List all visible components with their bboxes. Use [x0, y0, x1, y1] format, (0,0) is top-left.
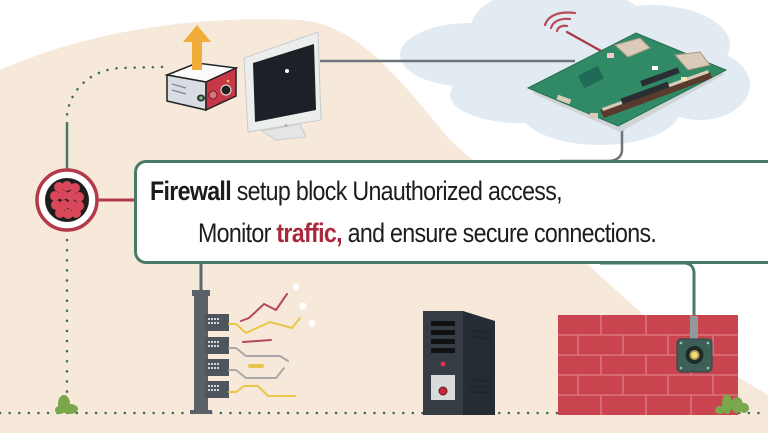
caption-line-1-rest: setup block Unauthorized access, — [230, 176, 563, 206]
caption-bold-word: Firewall — [150, 176, 232, 206]
node-cluster-icon — [35, 168, 99, 232]
monitor-icon — [243, 31, 322, 141]
upload-arrow-icon — [183, 25, 211, 70]
caption-line-2-pre: Monitor — [198, 218, 277, 248]
caption-line-2: Monitor traffic, and ensure secure conne… — [198, 218, 657, 249]
server-rack-icon — [190, 290, 229, 414]
sensor-device-icon — [676, 316, 713, 373]
plant-icon — [55, 395, 78, 414]
caption-line-2-post: and ensure secure connections. — [341, 218, 657, 248]
circuit-board-icon — [526, 32, 728, 132]
dotted-connection-top — [65, 65, 164, 117]
caption-accent-word: traffic, — [276, 218, 342, 248]
plant-icon-right — [715, 394, 749, 414]
desktop-tower-icon — [423, 311, 495, 415]
caption-line-1: Firewall setup block Unauthorized access… — [150, 176, 563, 207]
traffic-graph-icon — [228, 293, 301, 397]
caption-box — [134, 160, 768, 264]
traffic-dots — [292, 283, 316, 327]
router-icon — [164, 62, 239, 112]
